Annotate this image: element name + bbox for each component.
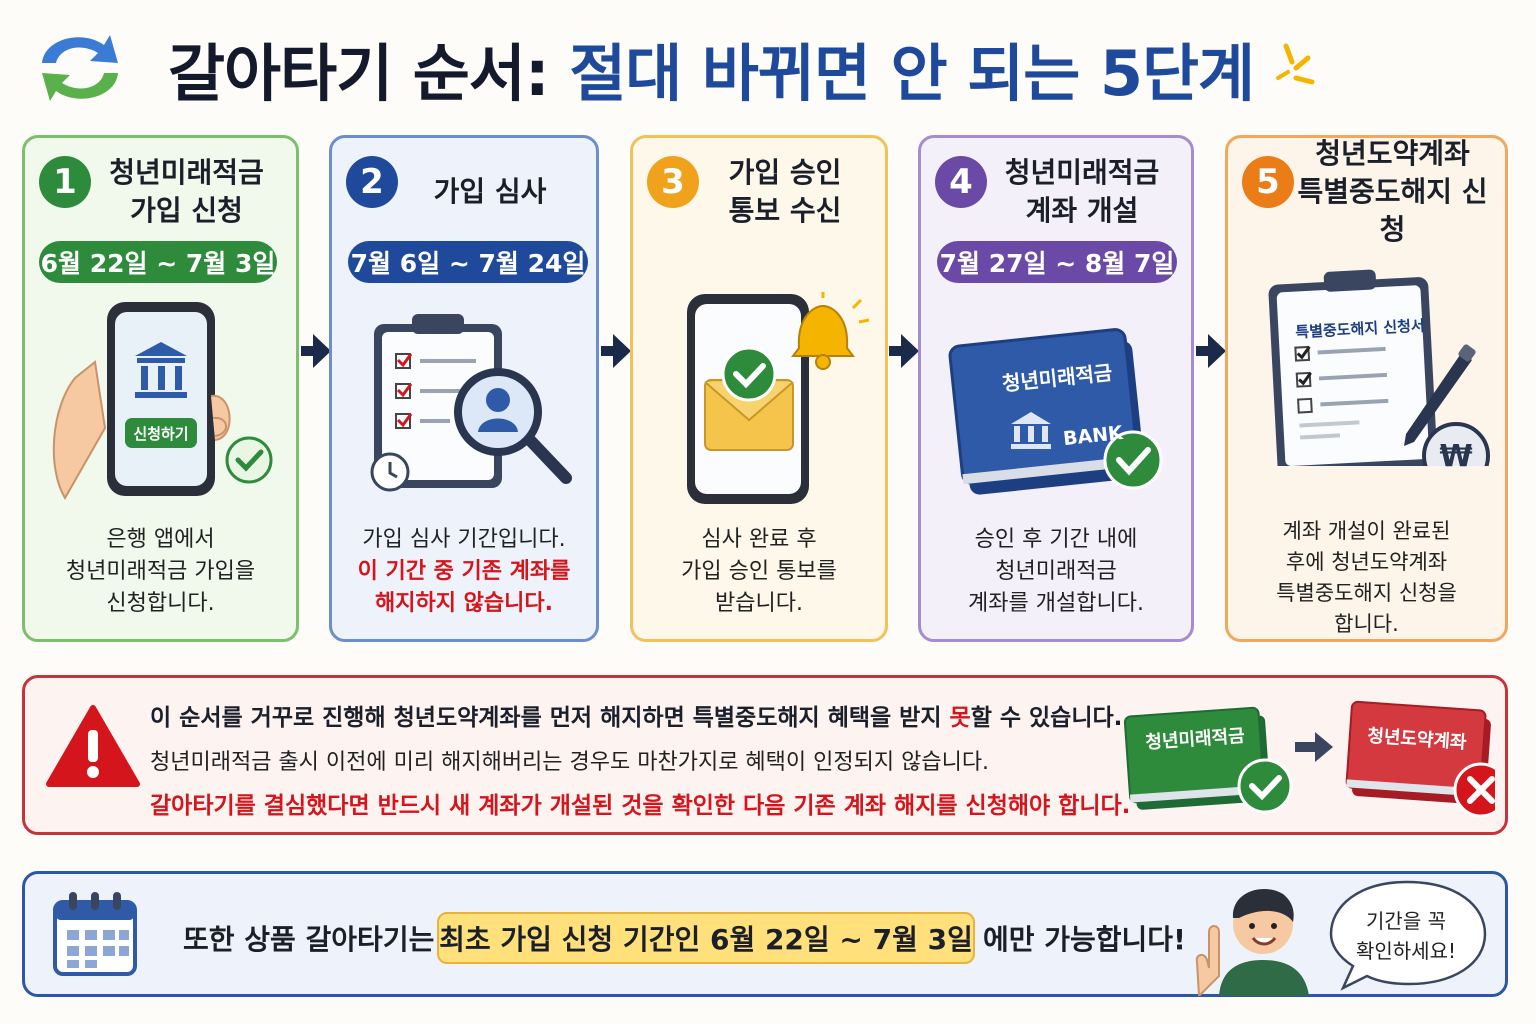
step-title-line: 가입 승인 — [728, 156, 842, 189]
warning-line-1-highlight: 못 — [949, 705, 971, 731]
bell-icon — [791, 292, 870, 370]
warning-line-2: 청년미래적금 출시 이전에 미리 해지해버리는 경우도 마찬가지로 혜택이 인정… — [150, 750, 990, 775]
step-title-line: 청년미래적금 — [109, 156, 264, 189]
warning-panel: 이 순서를 거꾸로 진행해 청년도약계좌를 먼저 해지하면 특별중도해지 혜택을… — [22, 675, 1508, 835]
bank-icon — [1011, 412, 1051, 449]
step-title-line: 계좌 개설 — [1025, 194, 1139, 227]
desc-line: 청년미래적금 — [995, 559, 1117, 584]
bank-icon — [135, 342, 187, 398]
period-badge: 7월 6일 ~ 7월 24일 — [348, 241, 588, 283]
approval-notice-illustration — [687, 292, 870, 504]
step-number: 5 — [1242, 156, 1294, 208]
arrow-right-icon — [889, 334, 919, 368]
step-title: 청년도약계좌 특별중도해지 신청 — [1290, 137, 1495, 246]
step-title-line: 통보 수신 — [728, 194, 842, 227]
warning-line-3: 갈아타기를 결심했다면 반드시 새 계좌가 개설된 것을 확인한 다음 기존 계… — [150, 793, 1131, 819]
pen-icon — [1404, 344, 1476, 446]
desc-line: 후에 청년도약계좌 — [1285, 550, 1448, 574]
step-title-line: 가입 신청 — [130, 194, 243, 227]
step-number: 1 — [39, 156, 91, 208]
step-title: 청년미래적금 계좌 개설 — [983, 152, 1181, 232]
desc-line: 은행 앱에서 — [106, 527, 215, 552]
desc-line: 신청합니다. — [106, 591, 215, 616]
desc-line: 받습니다. — [715, 591, 803, 616]
notice-highlight: 최초 가입 신청 기간인 6월 22일 ~ 7월 3일 — [437, 912, 975, 964]
arrow-right-icon — [1196, 334, 1226, 368]
step-description: 은행 앱에서 청년미래적금 가입을 신청합니다. — [31, 524, 290, 620]
won-symbol: ₩ — [1439, 438, 1473, 474]
desc-warning-line: 해지하지 않습니다. — [375, 591, 553, 616]
step-number: 2 — [346, 156, 398, 208]
title-part1: 갈아타기 순서: — [168, 37, 550, 110]
step-title-line: 특별중도해지 신청 — [1297, 175, 1488, 246]
step-3-card: 3 가입 승인 통보 수신 심사 완료 후 가입 승인 통보를 받습니다. — [630, 135, 888, 642]
arrow-right-icon — [301, 334, 331, 368]
check-icon — [225, 436, 273, 484]
period-notice-panel: 또한 상품 갈아타기는 최초 가입 신청 기간인 6월 22일 ~ 7월 3일 … — [22, 871, 1508, 997]
warning-line-1-after: 할 수 있습니다. — [970, 705, 1123, 731]
clipboard-review-illustration — [370, 314, 572, 492]
title-part2: 절대 바뀌면 안 되는 5단계 — [569, 37, 1255, 110]
desc-line: 계좌를 개설합니다. — [968, 591, 1144, 616]
speech-bubble — [1329, 880, 1487, 991]
warning-line-1-before: 이 순서를 거꾸로 진행해 청년도약계좌를 먼저 해지하면 특별중도해지 혜택을… — [150, 705, 950, 731]
check-icon — [1103, 430, 1163, 490]
desc-line: 계좌 개설이 완료된 — [1282, 519, 1451, 543]
title-row: 갈아타기 순서: 절대 바뀌면 안 되는 5단계 — [30, 18, 1506, 118]
desc-warning-line: 이 기간 중 기존 계좌를 — [357, 559, 571, 584]
step-title-line: 청년도약계좌 — [1315, 137, 1470, 170]
notice-text-after: 에만 가능합니다! — [983, 923, 1186, 956]
desc-line: 가입 심사 기간입니다. — [362, 527, 566, 552]
desc-line: 합니다. — [1334, 612, 1399, 636]
speech-bubble-text: 기간을 꼭 확인하세요! — [1331, 888, 1481, 983]
desc-line: 청년미래적금 가입을 — [65, 559, 256, 584]
step-title: 가입 심사 — [394, 152, 586, 232]
desc-line: 승인 후 기간 내에 — [974, 527, 1138, 552]
step-title: 청년미래적금 가입 신청 — [87, 152, 286, 232]
step-number: 4 — [935, 156, 987, 208]
bubble-line: 기간을 꼭 — [1366, 908, 1446, 933]
desc-line: 특별중도해지 신청을 — [1276, 581, 1457, 605]
magnifier-icon — [454, 368, 572, 484]
step-description: 심사 완료 후 가입 승인 통보를 받습니다. — [639, 524, 879, 620]
step-description: 계좌 개설이 완료된 후에 청년도약계좌 특별중도해지 신청을 합니다. — [1234, 516, 1499, 640]
page-title: 갈아타기 순서: 절대 바뀌면 안 되는 5단계 — [168, 23, 1255, 113]
desc-line: 심사 완료 후 — [701, 527, 817, 552]
warning-line-1: 이 순서를 거꾸로 진행해 청년도약계좌를 먼저 해지하면 특별중도해지 혜택을… — [150, 698, 1122, 732]
arrow-right-icon — [601, 334, 631, 368]
warning-icon — [46, 705, 140, 787]
step-2-card: 2 가입 심사 7월 6일 ~ 7월 24일 — [329, 135, 599, 642]
clipboard-icon — [374, 314, 502, 488]
won-icon — [1422, 422, 1490, 466]
step-number: 3 — [647, 156, 699, 208]
phone-app-illustration — [52, 302, 273, 500]
period-badge: 7월 27일 ~ 8월 7일 — [937, 241, 1177, 283]
calendar-icon — [53, 892, 137, 976]
clipboard-icon — [1268, 269, 1438, 466]
step-5-card: 5 청년도약계좌 특별중도해지 신청 — [1225, 135, 1508, 642]
step-title-line: 청년미래적금 — [1004, 156, 1160, 189]
swap-arrows-icon — [42, 35, 118, 101]
close-icon — [1453, 762, 1495, 818]
cancellation-form-illustration — [1268, 269, 1490, 466]
arrow-right-icon — [1295, 732, 1333, 762]
clock-icon — [370, 452, 410, 492]
step-4-card: 4 청년미래적금 계좌 개설 7월 27일 ~ 8월 7일 청년미래적금 BAN… — [918, 135, 1194, 642]
desc-line: 가입 승인 통보를 — [681, 559, 837, 584]
step-description: 가입 심사 기간입니다. 이 기간 중 기존 계좌를 해지하지 않습니다. — [338, 524, 590, 620]
account-switch-illustration — [1123, 700, 1495, 818]
check-icon — [721, 346, 777, 402]
account-book-illustration — [948, 328, 1163, 495]
sparkle-icon — [1276, 43, 1315, 85]
guide-person-illustration — [1195, 888, 1309, 996]
step-1-card: 1 청년미래적금 가입 신청 6월 22일 ~ 7월 3일 신청하기 은행 앱에… — [22, 135, 299, 642]
period-badge: 6월 22일 ~ 7월 3일 — [39, 241, 277, 283]
bubble-line: 확인하세요! — [1355, 938, 1457, 963]
notice-text-before: 또한 상품 갈아타기는 — [183, 923, 435, 956]
step-description: 승인 후 기간 내에 청년미래적금 계좌를 개설합니다. — [927, 524, 1185, 620]
step-title-line: 가입 심사 — [433, 175, 547, 208]
step-title: 가입 승인 통보 수신 — [695, 152, 875, 232]
check-icon — [1237, 758, 1293, 814]
app-apply-button[interactable]: 신청하기 — [133, 424, 189, 443]
